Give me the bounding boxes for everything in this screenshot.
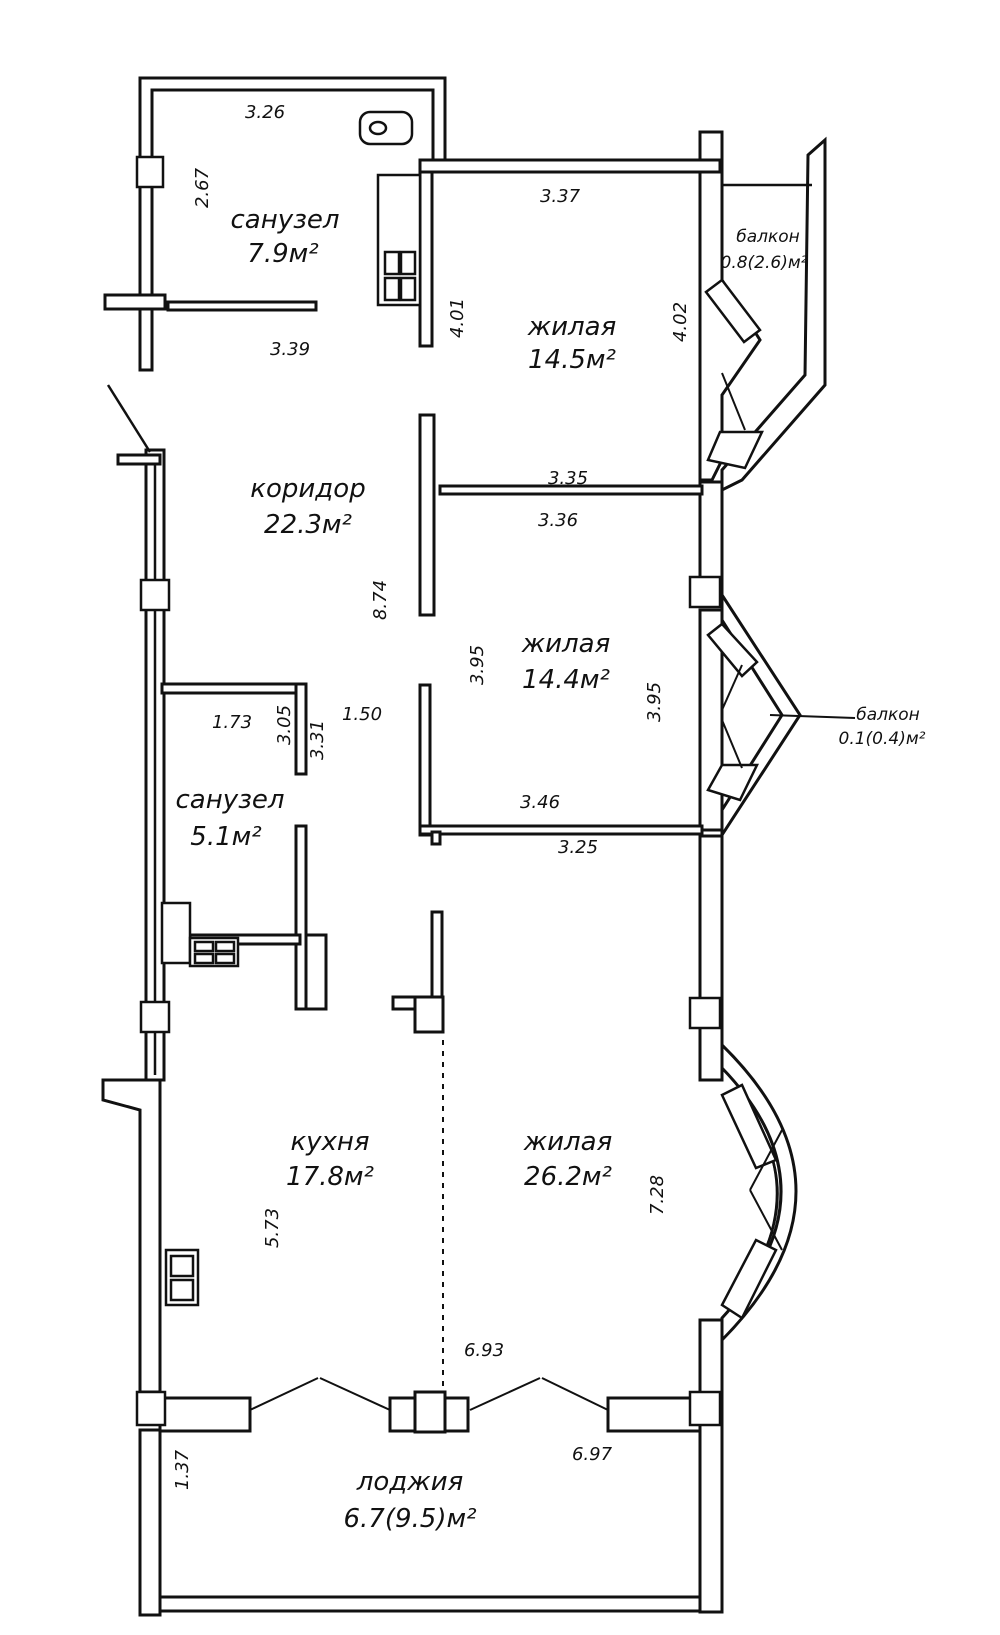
dim-337: 3.37 bbox=[540, 186, 581, 207]
room-name-living-top: жилая bbox=[527, 312, 617, 342]
columns bbox=[135, 155, 722, 1427]
dim-325: 3.25 bbox=[558, 837, 598, 858]
balcony-area-mid: 0.1(0.4)м² bbox=[839, 729, 926, 749]
dim-305: 3.05 bbox=[274, 705, 295, 745]
interior-walls bbox=[103, 158, 812, 1434]
room-area-living-mid: 14.4м² bbox=[522, 665, 610, 695]
balcony-name-top: балкон bbox=[736, 227, 800, 247]
dim-150: 1.50 bbox=[342, 704, 382, 725]
dim-401: 4.01 bbox=[447, 298, 468, 338]
dim-326: 3.26 bbox=[245, 102, 285, 123]
room-name-living-big: жилая bbox=[523, 1127, 613, 1157]
window-frames bbox=[704, 278, 778, 1320]
dim-336: 3.36 bbox=[538, 510, 578, 531]
room-name-living-mid: жилая bbox=[521, 629, 611, 659]
room-area-bath-mid: 5.1м² bbox=[190, 822, 261, 852]
bathroom-fixtures bbox=[160, 110, 422, 1307]
dim-137: 1.37 bbox=[172, 1449, 193, 1490]
room-name-kitchen: кухня bbox=[290, 1127, 369, 1157]
exterior-walls bbox=[101, 76, 827, 1617]
dim-267: 2.67 bbox=[192, 167, 213, 208]
room-name-bath-top: санузел bbox=[230, 205, 339, 235]
room-area-kitchen: 17.8м² bbox=[286, 1162, 374, 1192]
room-labels: санузел 7.9м² жилая 14.5м² коридор 22.3м… bbox=[175, 205, 925, 1534]
room-area-loggia: 6.7(9.5)м² bbox=[343, 1504, 476, 1534]
room-area-living-top: 14.5м² bbox=[528, 345, 616, 375]
room-name-loggia: лоджия bbox=[356, 1467, 463, 1497]
balcony-name-mid: балкон bbox=[856, 705, 920, 725]
dim-331: 3.31 bbox=[307, 720, 328, 760]
balcony-area-top: 0.8(2.6)м² bbox=[721, 253, 808, 273]
room-area-bath-top: 7.9м² bbox=[247, 239, 318, 269]
dim-395b: 3.95 bbox=[644, 682, 665, 722]
dim-728: 7.28 bbox=[647, 1175, 668, 1215]
room-area-corridor: 22.3м² bbox=[264, 510, 352, 540]
dim-693: 6.93 bbox=[464, 1340, 504, 1361]
room-name-bath-mid: санузел bbox=[175, 785, 284, 815]
room-area-living-big: 26.2м² bbox=[524, 1162, 612, 1192]
dim-335: 3.35 bbox=[548, 468, 588, 489]
dim-346: 3.46 bbox=[520, 792, 560, 813]
dimension-labels: 3.26 2.67 3.39 3.37 4.01 4.02 3.35 3.36 … bbox=[172, 102, 691, 1490]
door-swings bbox=[249, 372, 856, 1411]
dim-395a: 3.95 bbox=[467, 645, 488, 685]
dim-874: 8.74 bbox=[370, 580, 391, 620]
dim-402: 4.02 bbox=[670, 302, 691, 342]
dim-339: 3.39 bbox=[270, 339, 310, 360]
dim-173: 1.73 bbox=[212, 712, 252, 733]
dim-573: 5.73 bbox=[262, 1208, 283, 1248]
room-name-corridor: коридор bbox=[250, 474, 365, 504]
dim-697: 6.97 bbox=[572, 1444, 613, 1465]
